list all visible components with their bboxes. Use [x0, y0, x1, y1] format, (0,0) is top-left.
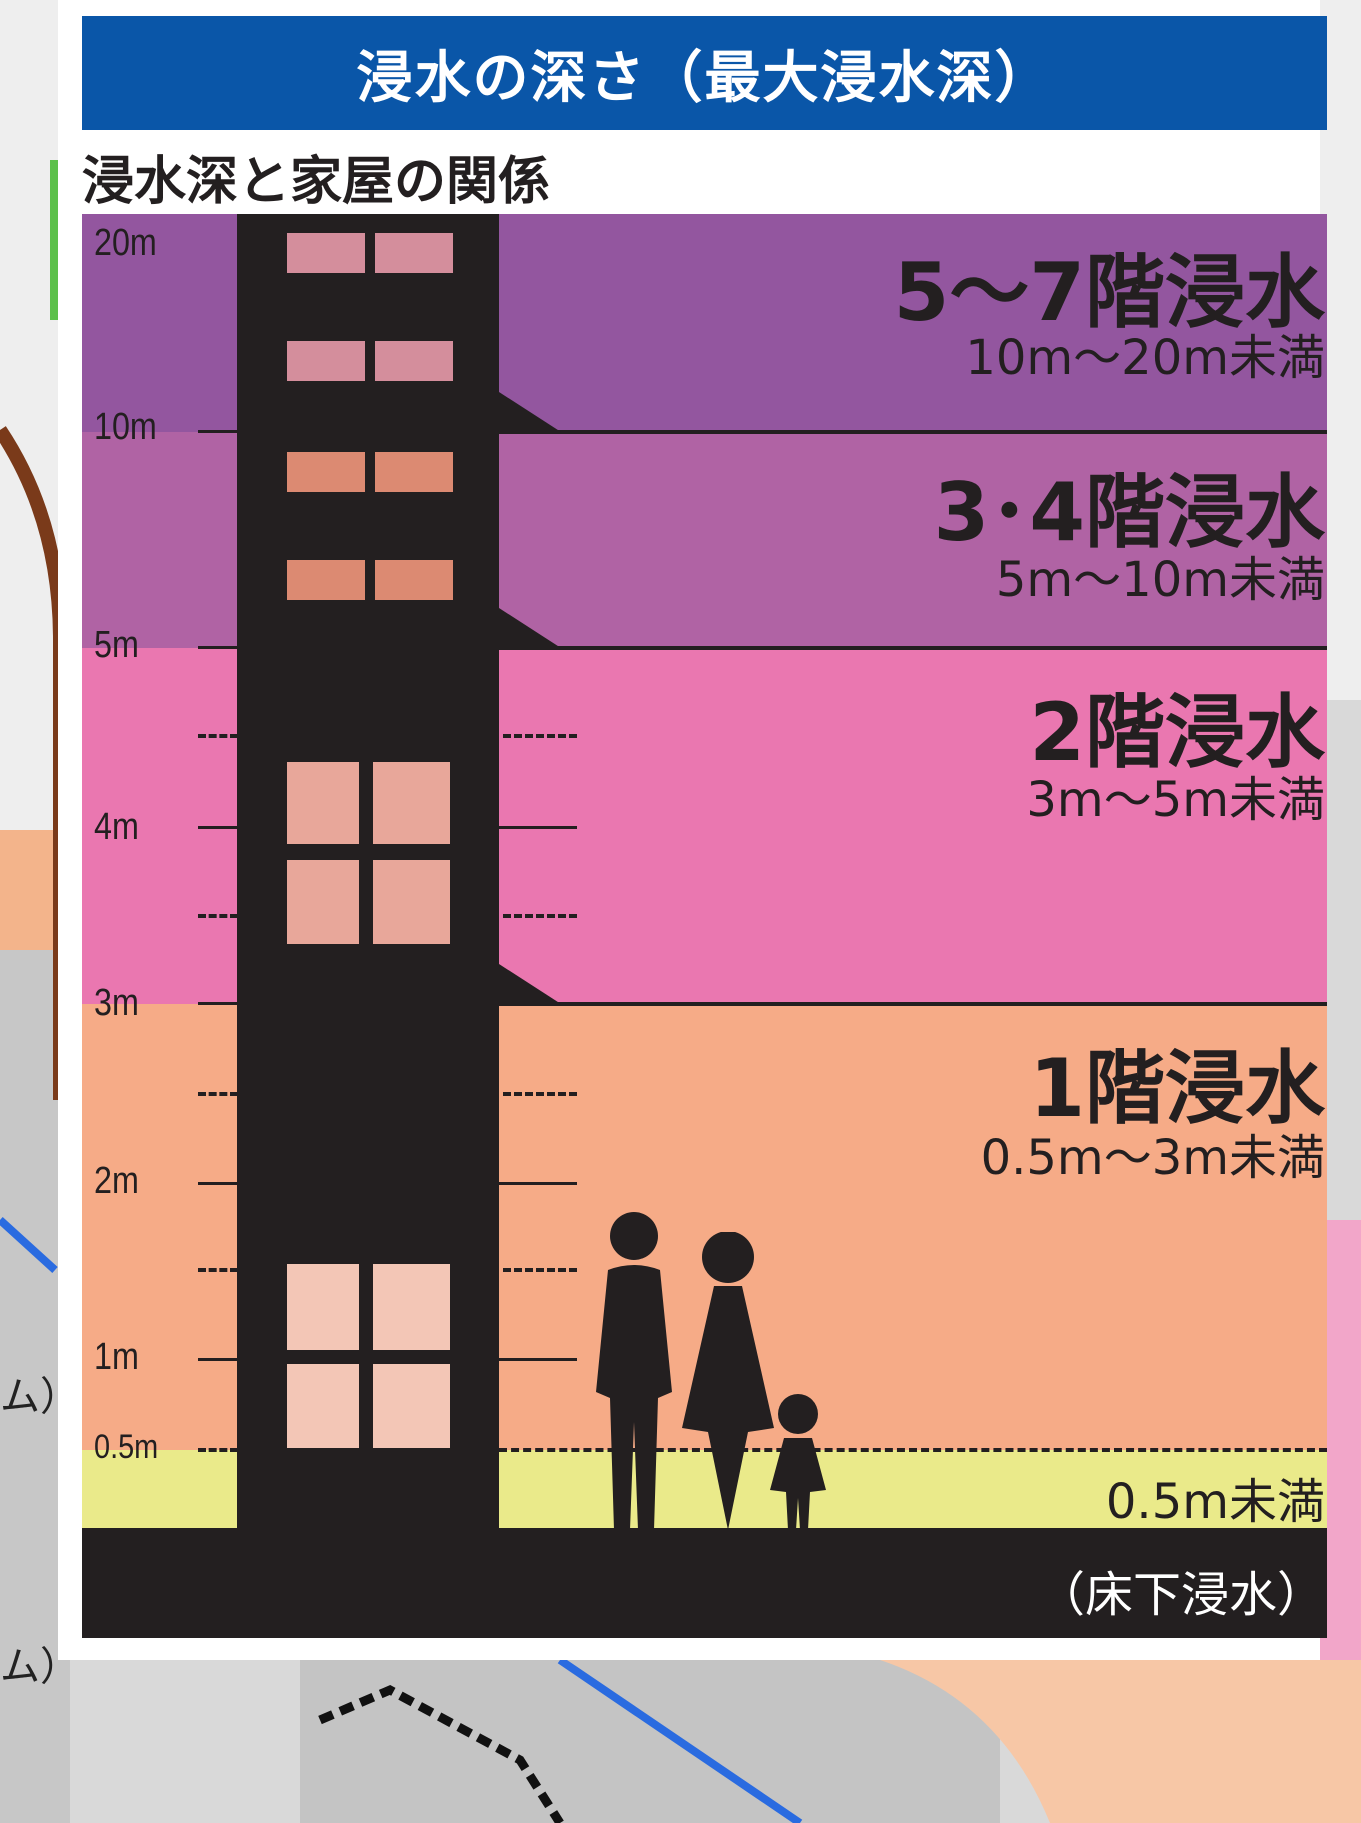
level-1-title: 1階浸水 [1029, 1042, 1325, 1135]
tick-4-5m-right [503, 734, 577, 738]
axis-label-2m: 2m [94, 1160, 139, 1202]
tick-4-5m [198, 734, 238, 738]
boundary-10m [499, 430, 1327, 434]
adult-female-icon [682, 1232, 774, 1530]
level-5-7-title: 5～7階浸水 [893, 246, 1325, 339]
window [287, 860, 359, 944]
level-2-range: 3m～5m未満 [1026, 772, 1325, 828]
notch-10m [499, 392, 561, 432]
tick-1-5m [198, 1268, 238, 1272]
legend-header: 浸水の深さ（最大浸水深） [82, 16, 1327, 130]
window [375, 560, 453, 600]
window [287, 1364, 359, 1448]
window [373, 1364, 450, 1448]
window [287, 1264, 359, 1350]
axis-label-20m: 20m [94, 222, 157, 264]
window [373, 1264, 450, 1350]
tick-1m-right [499, 1358, 577, 1361]
axis-label-4m: 4m [94, 806, 139, 848]
window [375, 233, 453, 273]
window [287, 233, 365, 273]
boundary-5m [499, 646, 1327, 650]
building-silhouette [237, 214, 499, 1534]
axis-label-0-5m: 0.5m [94, 1428, 159, 1466]
ground-strip [82, 1528, 1327, 1638]
level-3-4-range: 5m～10m未満 [995, 552, 1325, 608]
tick-2-5m-right [503, 1092, 577, 1096]
window [373, 860, 450, 944]
notch-5m [499, 608, 561, 648]
child-icon [770, 1394, 826, 1530]
tick-2-5m [198, 1092, 238, 1096]
tick-5m [198, 646, 238, 649]
tick-3-5m-right [503, 914, 577, 918]
tick-0-5m [198, 1448, 238, 1452]
notch-3m [499, 964, 561, 1004]
legend-subtitle: 浸水深と家屋の関係 [82, 151, 551, 212]
axis-label-1m: 1m [94, 1336, 139, 1378]
window [373, 762, 450, 844]
window [375, 452, 453, 492]
window [375, 341, 453, 381]
window [287, 762, 359, 844]
level-5-7-range: 10m～20m未満 [965, 330, 1325, 386]
tick-3m [198, 1002, 238, 1005]
axis-label-10m: 10m [94, 406, 157, 448]
window [287, 452, 365, 492]
level-2-title: 2階浸水 [1029, 686, 1325, 779]
legend-title: 浸水の深さ（最大浸水深） [356, 45, 1053, 111]
tick-4m-right [499, 826, 577, 829]
level-1-range: 0.5m～3m未満 [980, 1130, 1325, 1186]
window [287, 341, 365, 381]
tick-1-5m-right [503, 1268, 577, 1272]
adult-male-icon [596, 1212, 672, 1530]
boundary-3m [499, 1002, 1327, 1006]
tick-2m [198, 1182, 238, 1185]
window [287, 560, 365, 600]
level-3-4-title: 3･4階浸水 [933, 466, 1325, 559]
boundary-0-5m [499, 1448, 1327, 1452]
tick-1m [198, 1358, 238, 1361]
level-under-range: 0.5m未満 [1105, 1474, 1325, 1530]
tick-2m-right [499, 1182, 577, 1185]
axis-label-5m: 5m [94, 624, 139, 666]
ground-label: （床下浸水） [1036, 1567, 1325, 1623]
tick-4m [198, 826, 238, 829]
tick-10m [198, 430, 238, 433]
axis-label-3m: 3m [94, 982, 139, 1024]
tick-3-5m [198, 914, 238, 918]
